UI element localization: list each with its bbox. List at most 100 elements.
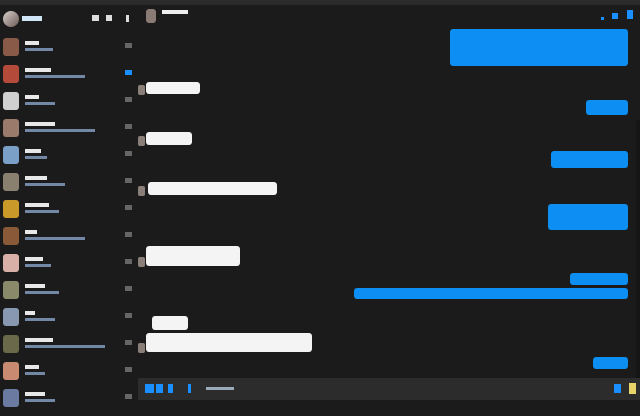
call-icon[interactable]	[601, 17, 604, 20]
avatar	[3, 92, 19, 110]
read-receipt-avatar	[125, 394, 132, 399]
conversation-name	[25, 392, 45, 396]
info-icon[interactable]	[627, 10, 633, 19]
contact-name[interactable]	[162, 10, 188, 14]
incoming-message[interactable]	[146, 333, 312, 352]
read-receipt-avatar	[125, 286, 132, 291]
conversation-snippet	[25, 210, 59, 213]
conversation-item[interactable]	[0, 92, 138, 119]
read-receipt-avatar	[125, 259, 132, 264]
composer	[138, 378, 640, 400]
avatar	[3, 173, 19, 191]
conversation-item[interactable]	[0, 281, 138, 308]
outgoing-message[interactable]	[354, 288, 628, 299]
window-top-bar	[0, 0, 640, 5]
avatar	[3, 119, 19, 137]
conversation-item[interactable]	[0, 227, 138, 254]
conversation-name	[25, 284, 45, 288]
outgoing-message[interactable]	[586, 100, 628, 115]
outgoing-message[interactable]	[570, 273, 628, 285]
read-receipt-avatar	[125, 340, 132, 345]
like-icon[interactable]	[629, 383, 636, 394]
outgoing-message[interactable]	[548, 204, 628, 230]
outgoing-message[interactable]	[551, 151, 628, 168]
settings-icon[interactable]	[126, 15, 129, 22]
conversation-name	[25, 176, 47, 180]
conversation-item[interactable]	[0, 119, 138, 146]
plus-icon[interactable]	[145, 384, 154, 393]
gif-icon[interactable]	[188, 384, 191, 393]
conversation-item[interactable]	[0, 173, 138, 200]
sender-avatar	[138, 136, 145, 146]
compose-icon[interactable]	[92, 15, 99, 21]
sender-avatar	[138, 186, 145, 196]
outgoing-message[interactable]	[593, 357, 628, 369]
conversation-snippet	[25, 48, 53, 51]
incoming-message[interactable]	[146, 132, 192, 145]
avatar	[3, 389, 19, 407]
avatar	[3, 362, 19, 380]
incoming-message[interactable]	[146, 246, 240, 266]
read-receipt-avatar	[125, 367, 132, 372]
conversation-name	[25, 149, 41, 153]
emoji-icon[interactable]	[614, 384, 621, 393]
avatar	[3, 38, 19, 56]
avatar	[3, 227, 19, 245]
incoming-message[interactable]	[146, 82, 200, 94]
conversation-name	[25, 338, 53, 342]
sender-avatar	[138, 343, 145, 353]
conversation-snippet	[25, 318, 55, 321]
contact-avatar[interactable]	[146, 9, 156, 23]
conversation-name	[25, 41, 39, 45]
video-icon[interactable]	[612, 13, 618, 19]
conversation-snippet	[25, 129, 95, 132]
conversation-name	[25, 95, 39, 99]
read-receipt-avatar	[125, 232, 132, 237]
sidebar-title	[22, 16, 42, 21]
avatar	[3, 65, 19, 83]
conversation-item[interactable]	[0, 389, 138, 416]
conversation-snippet	[25, 291, 59, 294]
avatar	[3, 335, 19, 353]
read-receipt-avatar	[125, 313, 132, 318]
incoming-message[interactable]	[152, 316, 188, 330]
avatar	[3, 200, 19, 218]
conversation-snippet	[25, 102, 55, 105]
conversation-snippet	[25, 237, 85, 240]
conversation-item[interactable]	[0, 200, 138, 227]
outgoing-message[interactable]	[450, 29, 628, 66]
sender-avatar	[138, 85, 145, 95]
conversation-item[interactable]	[0, 38, 138, 65]
read-receipt-avatar	[125, 151, 132, 156]
video-icon[interactable]	[106, 15, 112, 21]
avatar	[3, 254, 19, 272]
image-icon[interactable]	[156, 384, 163, 393]
conversation-item[interactable]	[0, 362, 138, 389]
conversation-name	[25, 365, 39, 369]
sidebar-header	[0, 8, 138, 30]
conversation-snippet	[25, 399, 55, 402]
sticker-icon[interactable]	[168, 384, 173, 393]
conversation-item[interactable]	[0, 308, 138, 335]
conversation-item[interactable]	[0, 146, 138, 173]
avatar	[3, 146, 19, 164]
incoming-message[interactable]	[148, 182, 277, 195]
conversation-item[interactable]	[0, 254, 138, 281]
read-receipt-avatar	[125, 43, 132, 48]
read-receipt-avatar	[125, 97, 132, 102]
conversation-name	[25, 68, 51, 72]
read-receipt-avatar	[125, 178, 132, 183]
message-input[interactable]	[206, 387, 234, 390]
conversation-name	[25, 257, 43, 261]
conversation-sidebar	[0, 5, 138, 407]
conversation-name	[25, 311, 35, 315]
conversation-snippet	[25, 345, 105, 348]
scrollbar[interactable]	[636, 120, 640, 378]
my-avatar[interactable]	[3, 11, 19, 27]
conversation-item[interactable]	[0, 335, 138, 362]
read-receipt-avatar	[125, 205, 132, 210]
conversation-name	[25, 203, 49, 207]
conversation-item[interactable]	[0, 65, 138, 92]
conversation-snippet	[25, 75, 85, 78]
conversation-snippet	[25, 156, 47, 159]
